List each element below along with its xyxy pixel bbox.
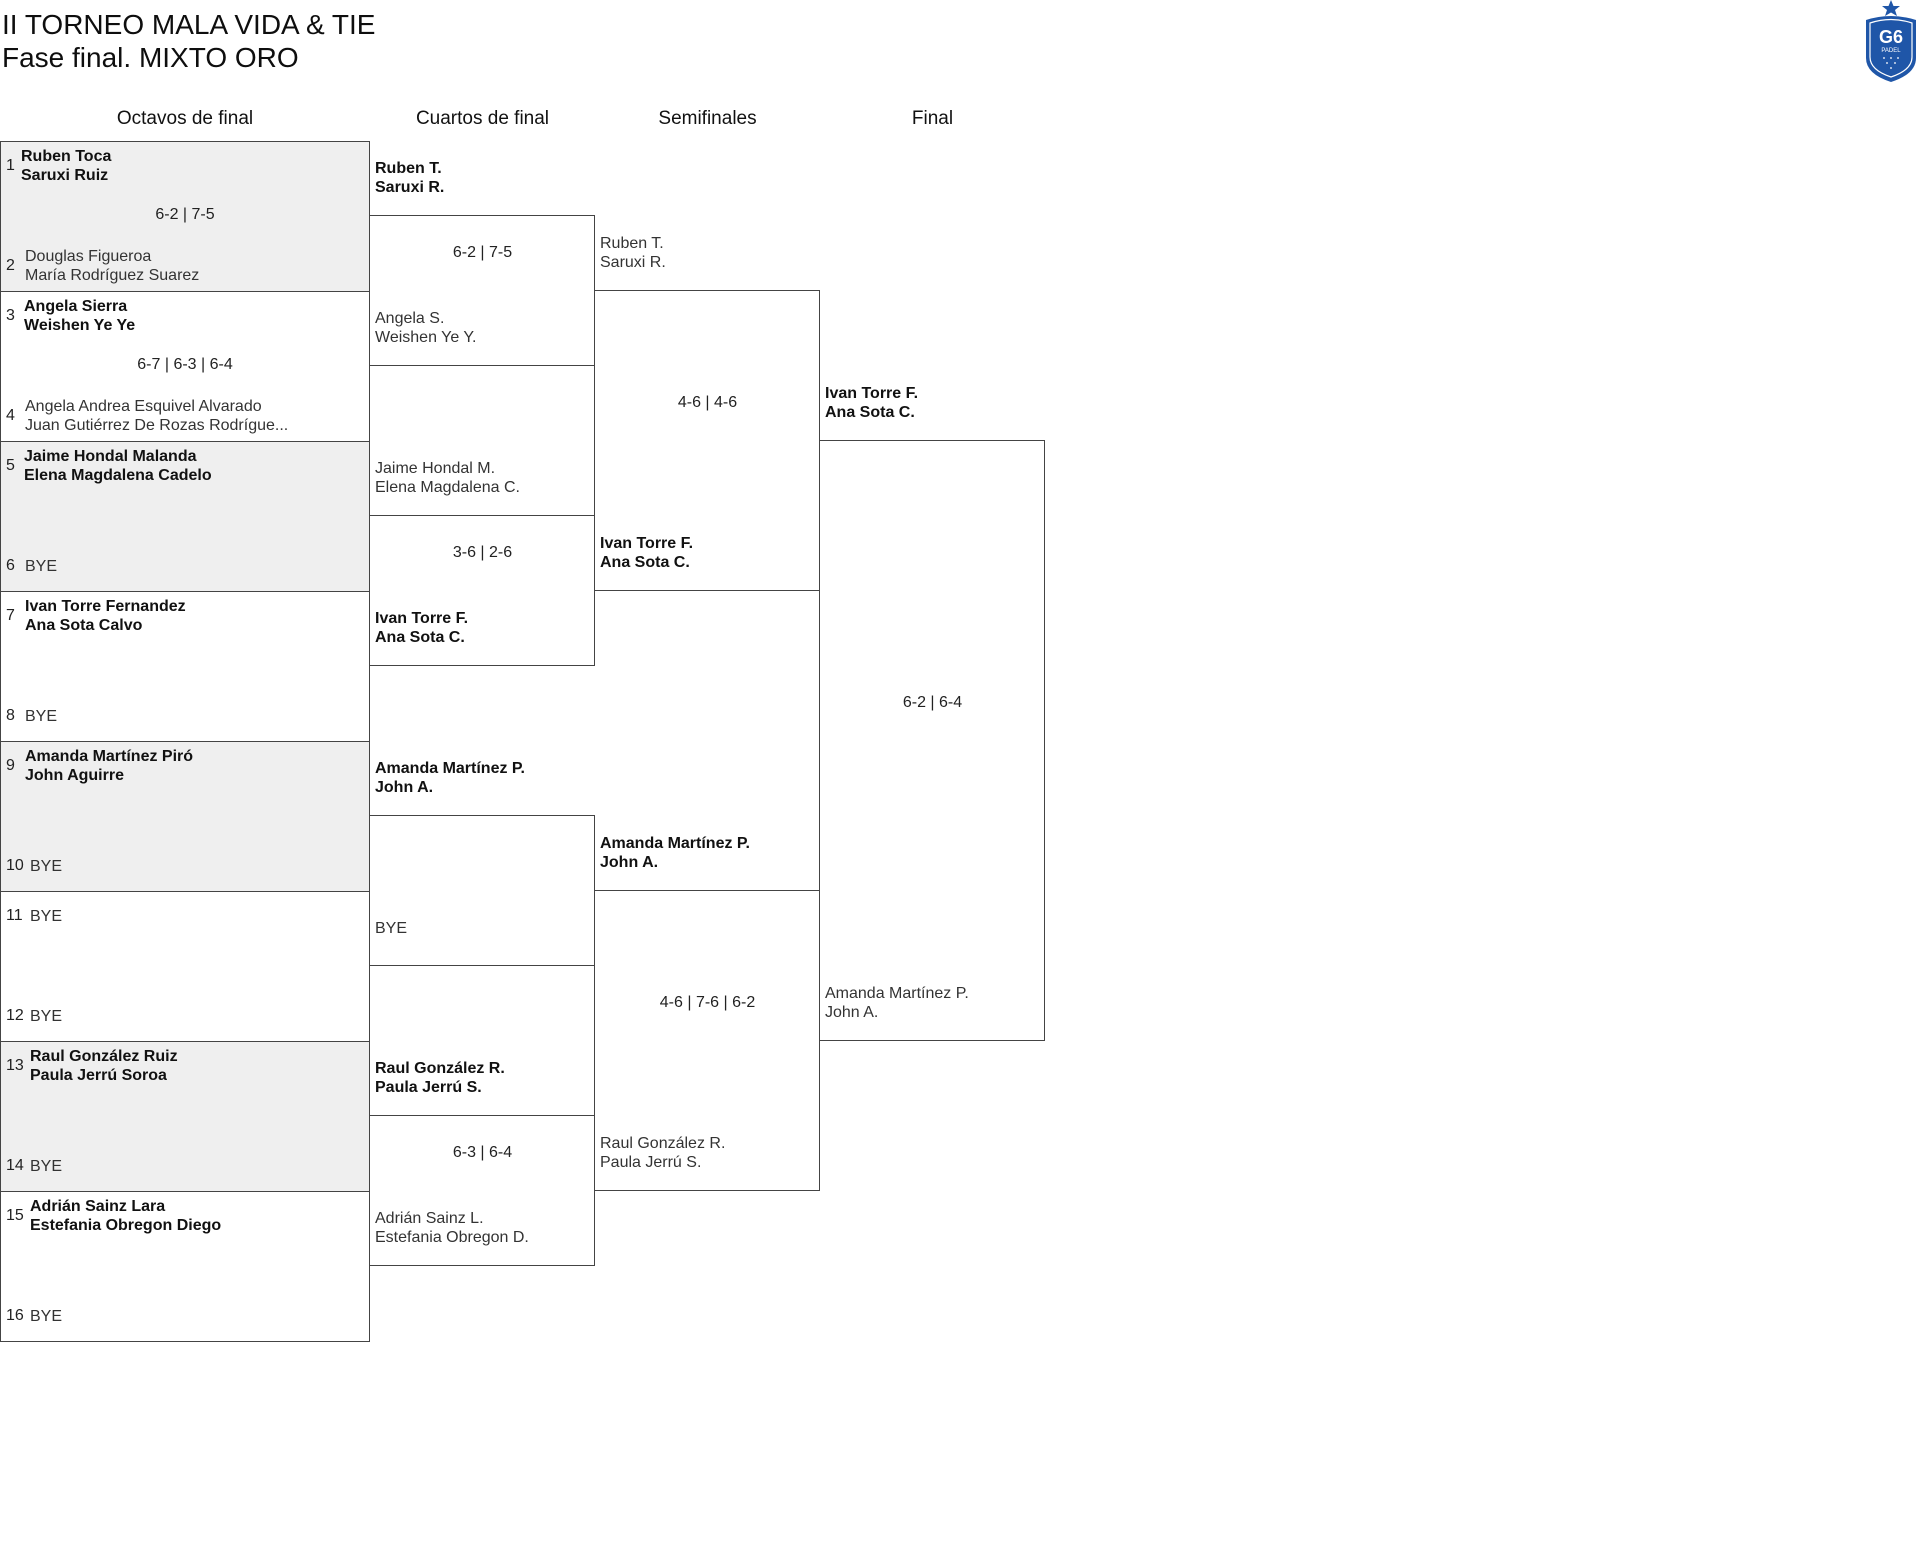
team-player: BYE — [30, 908, 63, 925]
match-score: 6-2 | 7-5 — [452, 244, 513, 261]
seed-number: 10 — [6, 857, 24, 874]
match-score: 6-7 | 6-3 | 6-4 — [137, 356, 233, 373]
team-player: Ivan Torre F. — [600, 535, 694, 552]
team-player: Elena Magdalena C. — [375, 479, 520, 496]
team-player: Jaime Hondal Malanda — [24, 448, 197, 465]
team-player: John A. — [600, 854, 659, 871]
seed-number: 6 — [6, 557, 15, 574]
cuartos-match-3 — [369, 815, 595, 966]
round-final-title: Final — [911, 108, 954, 129]
title-line-1: II TORNEO MALA VIDA & TIE — [2, 9, 376, 40]
match-score: 4-6 | 4-6 — [677, 394, 738, 411]
team-player: Ruben T. — [375, 160, 442, 177]
team-player: John Aguirre — [25, 767, 124, 784]
team-player: Ana Sota Calvo — [25, 617, 143, 634]
team-player: Estefania Obregon D. — [375, 1229, 529, 1246]
title-line-2: Fase final. MIXTO ORO — [2, 42, 299, 73]
team-player: Jaime Hondal M. — [375, 460, 496, 477]
seed-number: 14 — [6, 1157, 24, 1174]
team-player: Ruben Toca — [21, 148, 112, 165]
octavos-match-7 — [0, 1041, 370, 1192]
round-semis-title: Semifinales — [658, 108, 757, 129]
team-player: Juan Gutiérrez De Rozas Rodrígue... — [25, 417, 289, 434]
team-player: Raul González R. — [600, 1135, 726, 1152]
seed-number: 8 — [6, 707, 15, 724]
team-player: Angela Andrea Esquivel Alvarado — [25, 398, 262, 415]
team-player: Angela S. — [375, 310, 445, 327]
round-cuartos-title: Cuartos de final — [415, 108, 550, 129]
octavos-match-1 — [0, 141, 370, 292]
logo-text: G6 — [1879, 27, 1903, 47]
team-player: BYE — [30, 858, 63, 875]
team-player: Raul González Ruiz — [30, 1048, 178, 1065]
octavos-match-8 — [0, 1191, 370, 1342]
round-octavos-title: Octavos de final — [116, 108, 254, 129]
team-player: Angela Sierra — [24, 298, 128, 315]
team-player: Amanda Martínez P. — [825, 985, 969, 1002]
g6-padel-logo: G6 PADEL — [1866, 0, 1916, 82]
team-player: BYE — [375, 920, 408, 937]
team-player: Ana Sota C. — [375, 629, 465, 646]
team-player: Adrián Sainz Lara — [30, 1198, 166, 1215]
team-player: BYE — [25, 558, 58, 575]
team-player: Adrián Sainz L. — [375, 1210, 484, 1227]
seed-number: 16 — [6, 1307, 24, 1324]
team-player: Ana Sota C. — [600, 554, 690, 571]
seed-number: 13 — [6, 1057, 24, 1074]
team-player: Amanda Martínez P. — [600, 835, 750, 852]
team-player: Paula Jerrú S. — [375, 1079, 482, 1096]
match-score: 4-6 | 7-6 | 6-2 — [659, 994, 756, 1011]
team-player: Paula Jerrú Soroa — [30, 1067, 167, 1084]
team-player: Paula Jerrú S. — [600, 1154, 702, 1171]
logo-subtext: PADEL — [1881, 48, 1901, 54]
seed-number: 15 — [6, 1207, 24, 1224]
team-player: BYE — [30, 1008, 63, 1025]
octavos-match-3 — [0, 441, 370, 592]
team-player: BYE — [30, 1158, 63, 1175]
match-score: 6-3 | 6-4 — [452, 1144, 513, 1161]
team-player: Ana Sota C. — [825, 404, 915, 421]
seed-number: 4 — [6, 407, 15, 424]
team-player: Weishen Ye Ye — [24, 317, 136, 334]
team-player: Ruben T. — [600, 235, 664, 252]
team-player: BYE — [25, 708, 58, 725]
tournament-title: II TORNEO MALA VIDA & TIE Fase final. MI… — [2, 8, 375, 74]
team-player: BYE — [30, 1308, 63, 1325]
team-player: Saruxi Ruiz — [21, 167, 109, 184]
team-player: Ivan Torre Fernandez — [25, 598, 186, 615]
seed-number: 2 — [6, 257, 15, 274]
team-player: John A. — [825, 1004, 879, 1021]
team-player: Ivan Torre F. — [825, 385, 919, 402]
team-player: John A. — [375, 779, 434, 796]
star-icon — [1882, 0, 1900, 16]
match-score: 3-6 | 2-6 — [452, 544, 513, 561]
seed-number: 3 — [6, 307, 15, 324]
seed-number: 5 — [6, 457, 15, 474]
seed-number: 7 — [6, 607, 15, 624]
match-score: 6-2 | 7-5 — [155, 206, 215, 223]
team-player: Estefania Obregon Diego — [30, 1217, 222, 1234]
team-player: Weishen Ye Y. — [375, 329, 477, 346]
match-score: 6-2 | 6-4 — [902, 694, 963, 711]
seed-number: 12 — [6, 1007, 24, 1024]
team-player: Elena Magdalena Cadelo — [24, 467, 212, 484]
team-player: Douglas Figueroa — [25, 248, 152, 265]
team-player: Saruxi R. — [600, 254, 666, 271]
octavos-match-5 — [0, 741, 370, 892]
seed-number: 1 — [6, 157, 15, 174]
team-player: Amanda Martínez Piró — [25, 748, 194, 765]
team-player: Amanda Martínez P. — [375, 760, 525, 777]
seed-number: 11 — [6, 907, 23, 924]
team-player: Raul González R. — [375, 1060, 505, 1077]
seed-number: 9 — [6, 757, 15, 774]
final-match — [819, 440, 1045, 1041]
team-player: Ivan Torre F. — [375, 610, 469, 627]
team-player: Saruxi R. — [375, 179, 445, 196]
team-player: María Rodríguez Suarez — [25, 267, 200, 284]
